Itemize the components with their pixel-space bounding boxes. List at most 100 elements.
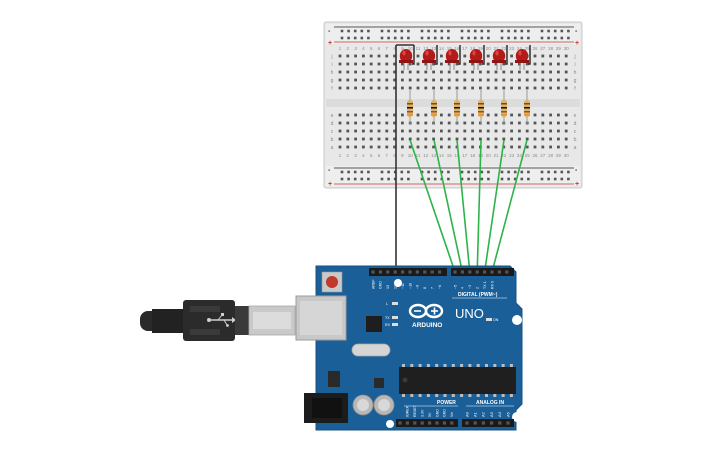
breadboard-hole[interactable] [463,145,467,149]
rail-hole[interactable] [440,36,444,40]
rail-hole[interactable] [353,36,357,40]
breadboard-hole[interactable] [479,78,482,82]
breadboard-hole[interactable] [416,113,420,117]
breadboard-hole[interactable] [385,70,389,74]
rail-hole[interactable] [400,170,404,174]
breadboard-hole[interactable] [424,70,428,74]
breadboard-hole[interactable] [447,62,451,66]
breadboard-hole[interactable] [455,62,459,66]
led-5[interactable] [492,45,508,70]
breadboard-hole[interactable] [401,70,404,74]
breadboard-hole[interactable] [440,62,443,66]
rail-hole[interactable] [467,36,470,40]
breadboard-hole[interactable] [564,54,568,58]
breadboard-hole[interactable] [510,78,513,82]
rail-hole[interactable] [447,177,450,181]
rail-hole[interactable] [473,29,477,33]
breadboard-hole[interactable] [455,86,459,90]
breadboard-hole[interactable] [549,113,552,117]
led-group[interactable] [399,45,531,70]
breadboard-hole[interactable] [408,86,412,90]
breadboard-hole[interactable] [377,121,381,125]
rail-hole[interactable] [547,29,550,33]
header-pin[interactable] [481,421,485,425]
breadboard-hole[interactable] [346,121,350,125]
breadboard-hole[interactable] [401,113,404,117]
rail-hole[interactable] [507,29,510,33]
breadboard-hole[interactable] [525,86,529,90]
signal-wire-1[interactable] [409,139,456,273]
rail-hole[interactable] [367,29,370,33]
rail-hole[interactable] [473,170,477,174]
breadboard-hole[interactable] [447,121,451,125]
breadboard-hole[interactable] [455,137,459,141]
rail-hole[interactable] [513,177,517,181]
breadboard-hole[interactable] [463,62,467,66]
breadboard-hole[interactable] [447,137,451,141]
breadboard-hole[interactable] [541,129,545,133]
breadboard-hole[interactable] [486,62,490,66]
breadboard-hole[interactable] [502,86,506,90]
breadboard-hole[interactable] [455,78,459,82]
rail-hole[interactable] [393,36,397,40]
header-pin[interactable] [497,270,501,274]
breadboard-hole[interactable] [354,78,357,82]
rail-hole[interactable] [567,36,570,40]
rail-hole[interactable] [353,29,357,33]
signal-wire-2[interactable] [433,139,464,273]
digital-header-right[interactable] [451,268,514,276]
rail-hole[interactable] [540,29,544,33]
breadboard-hole[interactable] [416,78,420,82]
breadboard-hole[interactable] [455,70,459,74]
breadboard-hole[interactable] [393,54,396,58]
rail-hole[interactable] [340,170,344,174]
breadboard-hole[interactable] [416,86,420,90]
breadboard-hole[interactable] [564,70,568,74]
rail-hole[interactable] [427,29,430,33]
breadboard-hole[interactable] [494,121,498,125]
breadboard-hole[interactable] [510,70,513,74]
rail-hole[interactable] [427,177,430,181]
breadboard-hole[interactable] [447,129,451,133]
breadboard-hole[interactable] [471,86,474,90]
rail-hole[interactable] [513,36,517,40]
breadboard-hole[interactable] [463,129,467,133]
breadboard-hole[interactable] [424,86,428,90]
breadboard-hole[interactable] [440,121,443,125]
rail-hole[interactable] [380,177,384,181]
breadboard-hole[interactable] [440,78,443,82]
breadboard-hole[interactable] [455,129,459,133]
rail-hole[interactable] [553,177,557,181]
breadboard-hole[interactable] [486,137,490,141]
rail-hole[interactable] [367,170,370,174]
header-pin[interactable] [438,270,442,274]
header-pin[interactable] [498,421,502,425]
header-pin[interactable] [408,270,412,274]
breadboard-hole[interactable] [393,78,396,82]
breadboard-hole[interactable] [486,113,490,117]
breadboard-hole[interactable] [385,121,389,125]
led-3[interactable] [445,45,461,70]
header-pin[interactable] [405,421,409,425]
header-pin[interactable] [378,270,382,274]
breadboard-hole[interactable] [533,113,537,117]
breadboard-hole[interactable] [424,78,428,82]
breadboard-hole[interactable] [338,121,342,125]
breadboard-hole[interactable] [338,70,342,74]
breadboard-hole[interactable] [541,86,545,90]
rail-hole[interactable] [440,29,444,33]
breadboard-hole[interactable] [471,129,474,133]
header-pin[interactable] [475,270,479,274]
rail-hole[interactable] [347,36,350,40]
breadboard-hole[interactable] [377,129,381,133]
rail-hole[interactable] [487,170,490,174]
led-4[interactable] [469,45,485,70]
breadboard-hole[interactable] [463,113,467,117]
breadboard-hole[interactable] [416,145,420,149]
breadboard-hole[interactable] [440,129,443,133]
breadboard-hole[interactable] [541,121,545,125]
rail-hole[interactable] [447,36,450,40]
breadboard-hole[interactable] [432,86,435,90]
breadboard-hole[interactable] [362,113,365,117]
breadboard-hole[interactable] [479,70,482,74]
